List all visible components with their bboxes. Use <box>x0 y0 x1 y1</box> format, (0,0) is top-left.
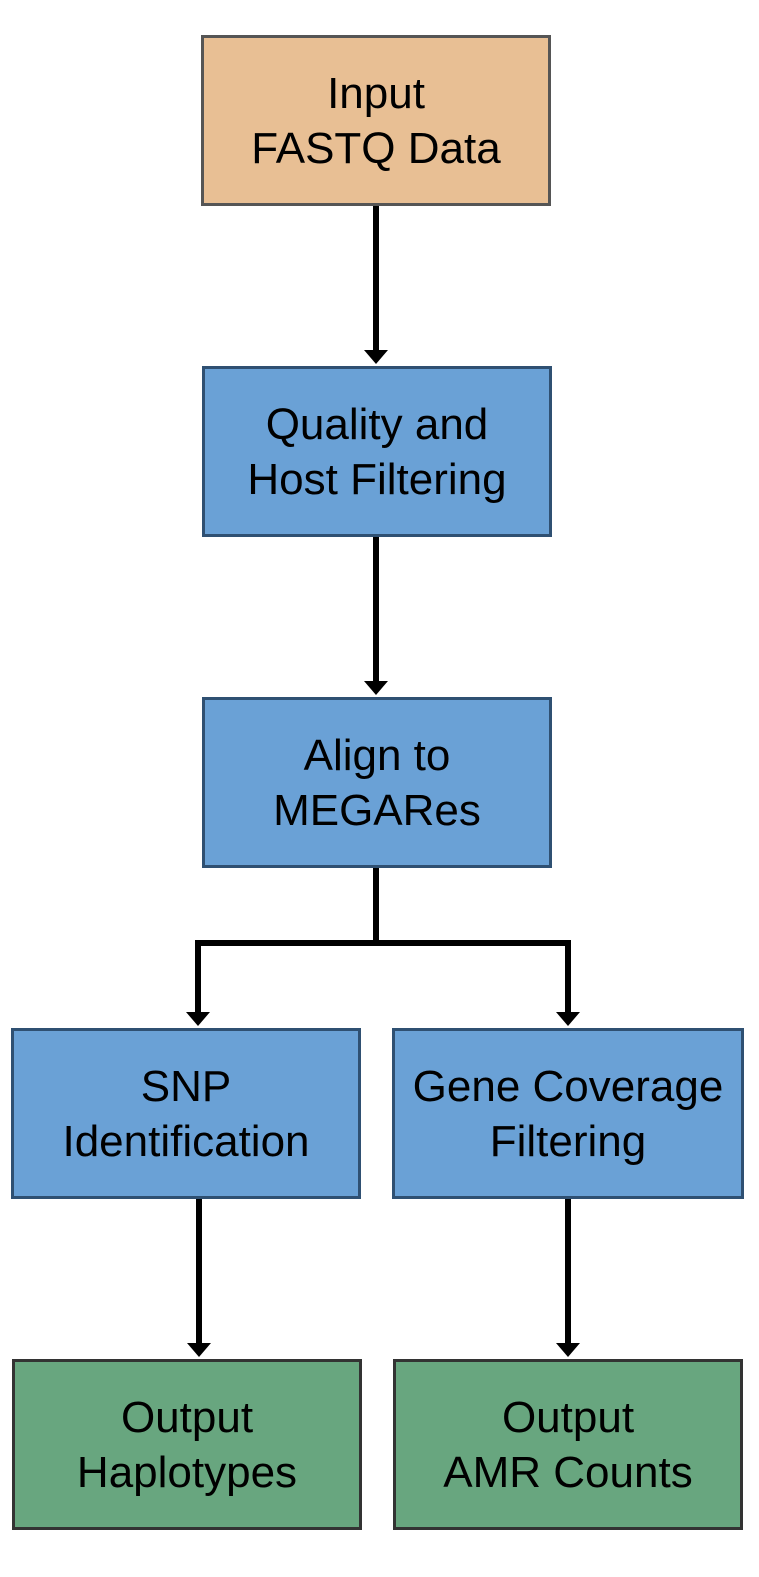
node-input-fastq: Input FASTQ Data <box>201 35 551 206</box>
node-label-line1: Input <box>327 68 425 118</box>
arrow-quality-to-align <box>364 537 388 695</box>
arrow-gene-to-amr <box>556 1199 580 1357</box>
arrow-align-to-branches <box>186 868 580 1026</box>
node-label-line1: Quality and <box>265 399 489 449</box>
node-label-line1: Output <box>120 1392 254 1442</box>
node-label-line2: MEGARes <box>273 785 481 835</box>
arrow-snp-to-haplotypes <box>187 1199 211 1357</box>
node-output-amr-counts: Output AMR Counts <box>393 1359 743 1530</box>
node-label-line2: Filtering <box>489 1116 647 1166</box>
node-label-line1: SNP <box>140 1061 232 1111</box>
node-label-line2: FASTQ Data <box>251 123 501 173</box>
node-label-line2: Identification <box>62 1116 310 1166</box>
arrow-input-to-quality <box>364 206 388 364</box>
node-output-haplotypes: Output Haplotypes <box>12 1359 362 1530</box>
node-gene-coverage-filtering: Gene Coverage Filtering <box>392 1028 744 1199</box>
node-align-megares: Align to MEGARes <box>202 697 552 868</box>
node-label-line2: Host Filtering <box>247 454 507 504</box>
node-label-line1: Align to <box>303 730 451 780</box>
node-label-line1: Gene Coverage <box>412 1061 724 1111</box>
node-snp-identification: SNP Identification <box>11 1028 361 1199</box>
node-quality-filtering: Quality and Host Filtering <box>202 366 552 537</box>
node-label-line2: Haplotypes <box>76 1447 298 1497</box>
node-label-line2: AMR Counts <box>443 1447 693 1497</box>
node-label-line1: Output <box>501 1392 635 1442</box>
